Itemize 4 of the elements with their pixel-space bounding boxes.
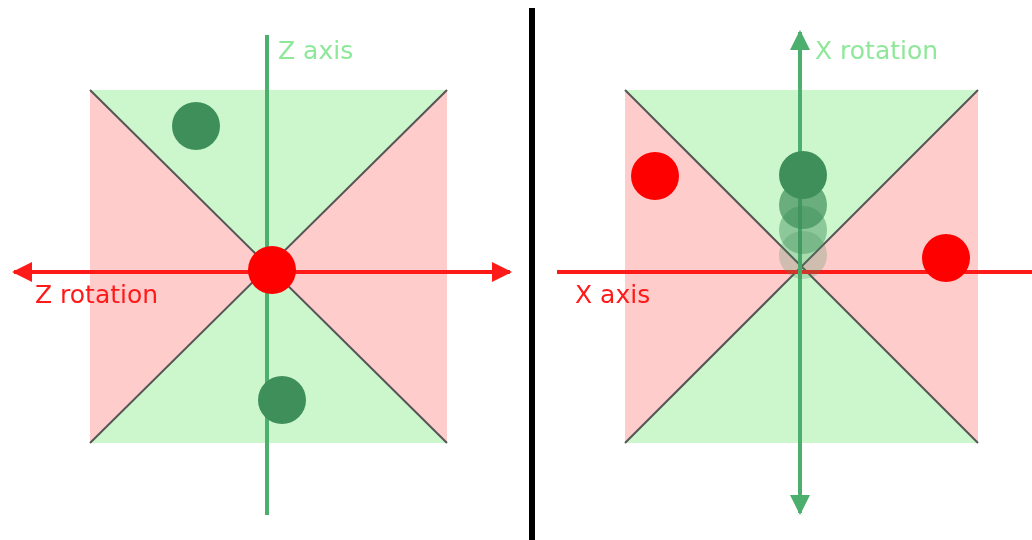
axis-label: Z axis: [278, 38, 354, 63]
axis-label: Z rotation: [35, 282, 159, 307]
axis-label: X rotation: [815, 38, 939, 63]
axis-label: X axis: [575, 282, 651, 307]
